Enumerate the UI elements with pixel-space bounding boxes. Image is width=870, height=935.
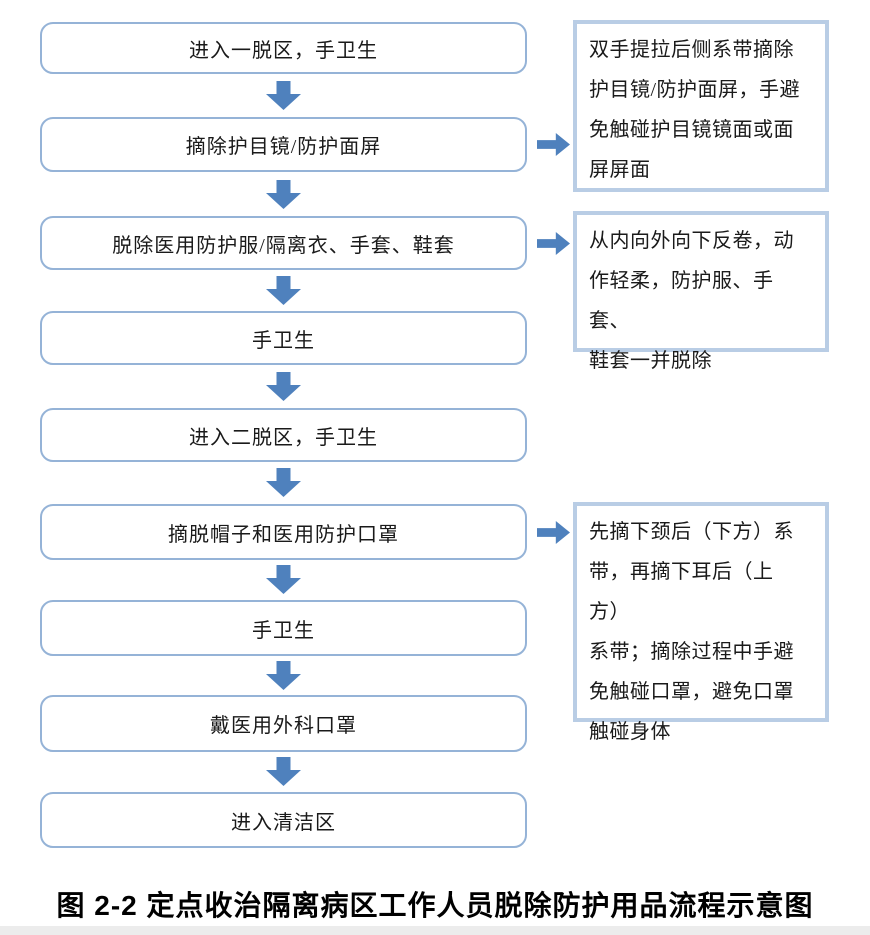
flow-step-box-3: 脱除医用防护服/隔离衣、手套、鞋套 [40,216,527,270]
annotation-box-2: 从内向外向下反卷，动 作轻柔，防护服、手套、 鞋套一并脱除 [573,211,829,372]
right-arrow-icon [537,232,570,255]
annotation-box-3: 先摘下颈后（下方）系 带，再摘下耳后（上方） 系带；摘除过程中手避 免触碰口罩，… [573,502,829,743]
flow-step-box-7: 手卫生 [40,600,527,656]
annotation-text: 双手提拉后侧系带摘除 护目镜/防护面屏，手避 免触碰护目镜镜面或面 屏屏面 [589,39,801,181]
flow-step-label: 戴医用外科口罩 [210,715,357,737]
flow-step-box-9: 进入清洁区 [40,792,527,848]
flow-step-box-2: 摘除护目镜/防护面屏 [40,117,527,172]
flow-step-box-4: 手卫生 [40,311,527,365]
down-arrow-icon [266,372,301,401]
flow-step-label: 进入二脱区，手卫生 [189,426,378,449]
down-arrow-icon [266,180,301,209]
right-arrow-icon [537,133,570,156]
down-arrow-icon [266,565,301,594]
flow-step-box-6: 摘脱帽子和医用防护口罩 [40,504,527,560]
down-arrow-icon [266,468,301,497]
flow-step-label: 摘脱帽子和医用防护口罩 [168,523,399,546]
annotation-text: 先摘下颈后（下方）系 带，再摘下耳后（上方） 系带；摘除过程中手避 免触碰口罩，… [589,521,794,743]
right-arrow-icon [537,521,570,544]
flow-step-box-5: 进入二脱区，手卫生 [40,408,527,462]
down-arrow-icon [266,276,301,305]
down-arrow-icon [266,81,301,110]
annotation-box-1: 双手提拉后侧系带摘除 护目镜/防护面屏，手避 免触碰护目镜镜面或面 屏屏面 [573,20,829,192]
flow-step-label: 脱除医用防护服/隔离衣、手套、鞋套 [112,234,455,257]
flow-step-label: 手卫生 [252,329,315,352]
annotation-text: 从内向外向下反卷，动 作轻柔，防护服、手套、 鞋套一并脱除 [589,230,794,372]
flow-step-label: 进入清洁区 [231,811,336,834]
flow-step-label: 摘除护目镜/防护面屏 [185,136,382,158]
flow-step-box-1: 进入一脱区，手卫生 [40,22,527,74]
figure-caption: 图 2-2 定点收治隔离病区工作人员脱除防护用品流程示意图 [56,890,814,921]
flow-step-label: 进入一脱区，手卫生 [189,39,378,62]
flow-step-label: 手卫生 [252,619,315,642]
flow-step-box-8: 戴医用外科口罩 [40,695,527,752]
bottom-divider [0,926,870,935]
down-arrow-icon [266,757,301,786]
down-arrow-icon [266,661,301,690]
